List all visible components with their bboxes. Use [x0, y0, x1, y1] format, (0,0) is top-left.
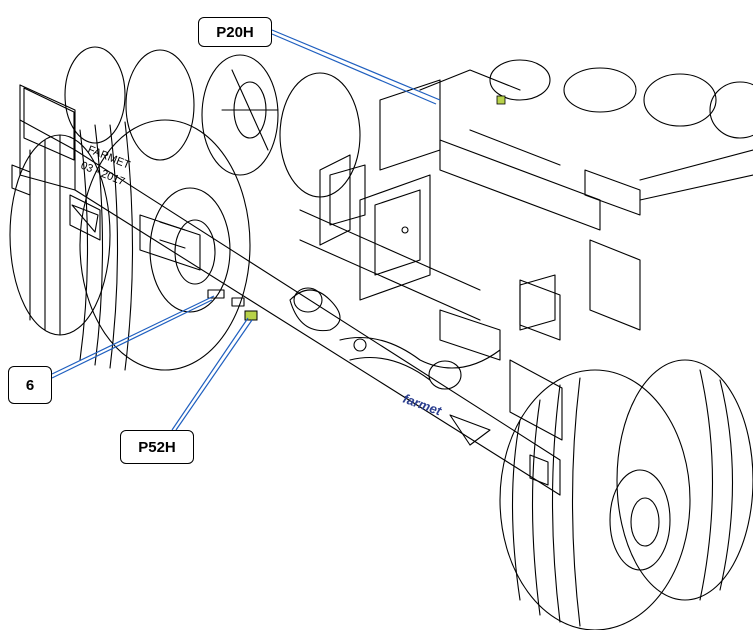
left-wheel	[9, 119, 251, 371]
right-wheel	[499, 359, 753, 630]
callout-p52h: P52H	[120, 430, 194, 464]
callout-p20h: P20H	[198, 17, 272, 47]
decal-p20h	[496, 95, 506, 105]
decal-p52h	[244, 310, 258, 321]
rear-plates	[11, 87, 563, 486]
brand-logo: farmet	[401, 391, 444, 419]
frame-beam	[19, 84, 561, 496]
leader-p52h	[171, 317, 249, 431]
callout-6: 6	[8, 366, 52, 404]
center-tower	[299, 69, 753, 341]
disc-gang	[64, 46, 753, 198]
warning-triangle	[71, 204, 99, 233]
leader-p20h	[271, 29, 441, 101]
leader-lines	[51, 29, 441, 431]
hydraulics	[289, 164, 556, 390]
label-plate-6	[207, 289, 225, 299]
leader-6	[51, 295, 215, 375]
